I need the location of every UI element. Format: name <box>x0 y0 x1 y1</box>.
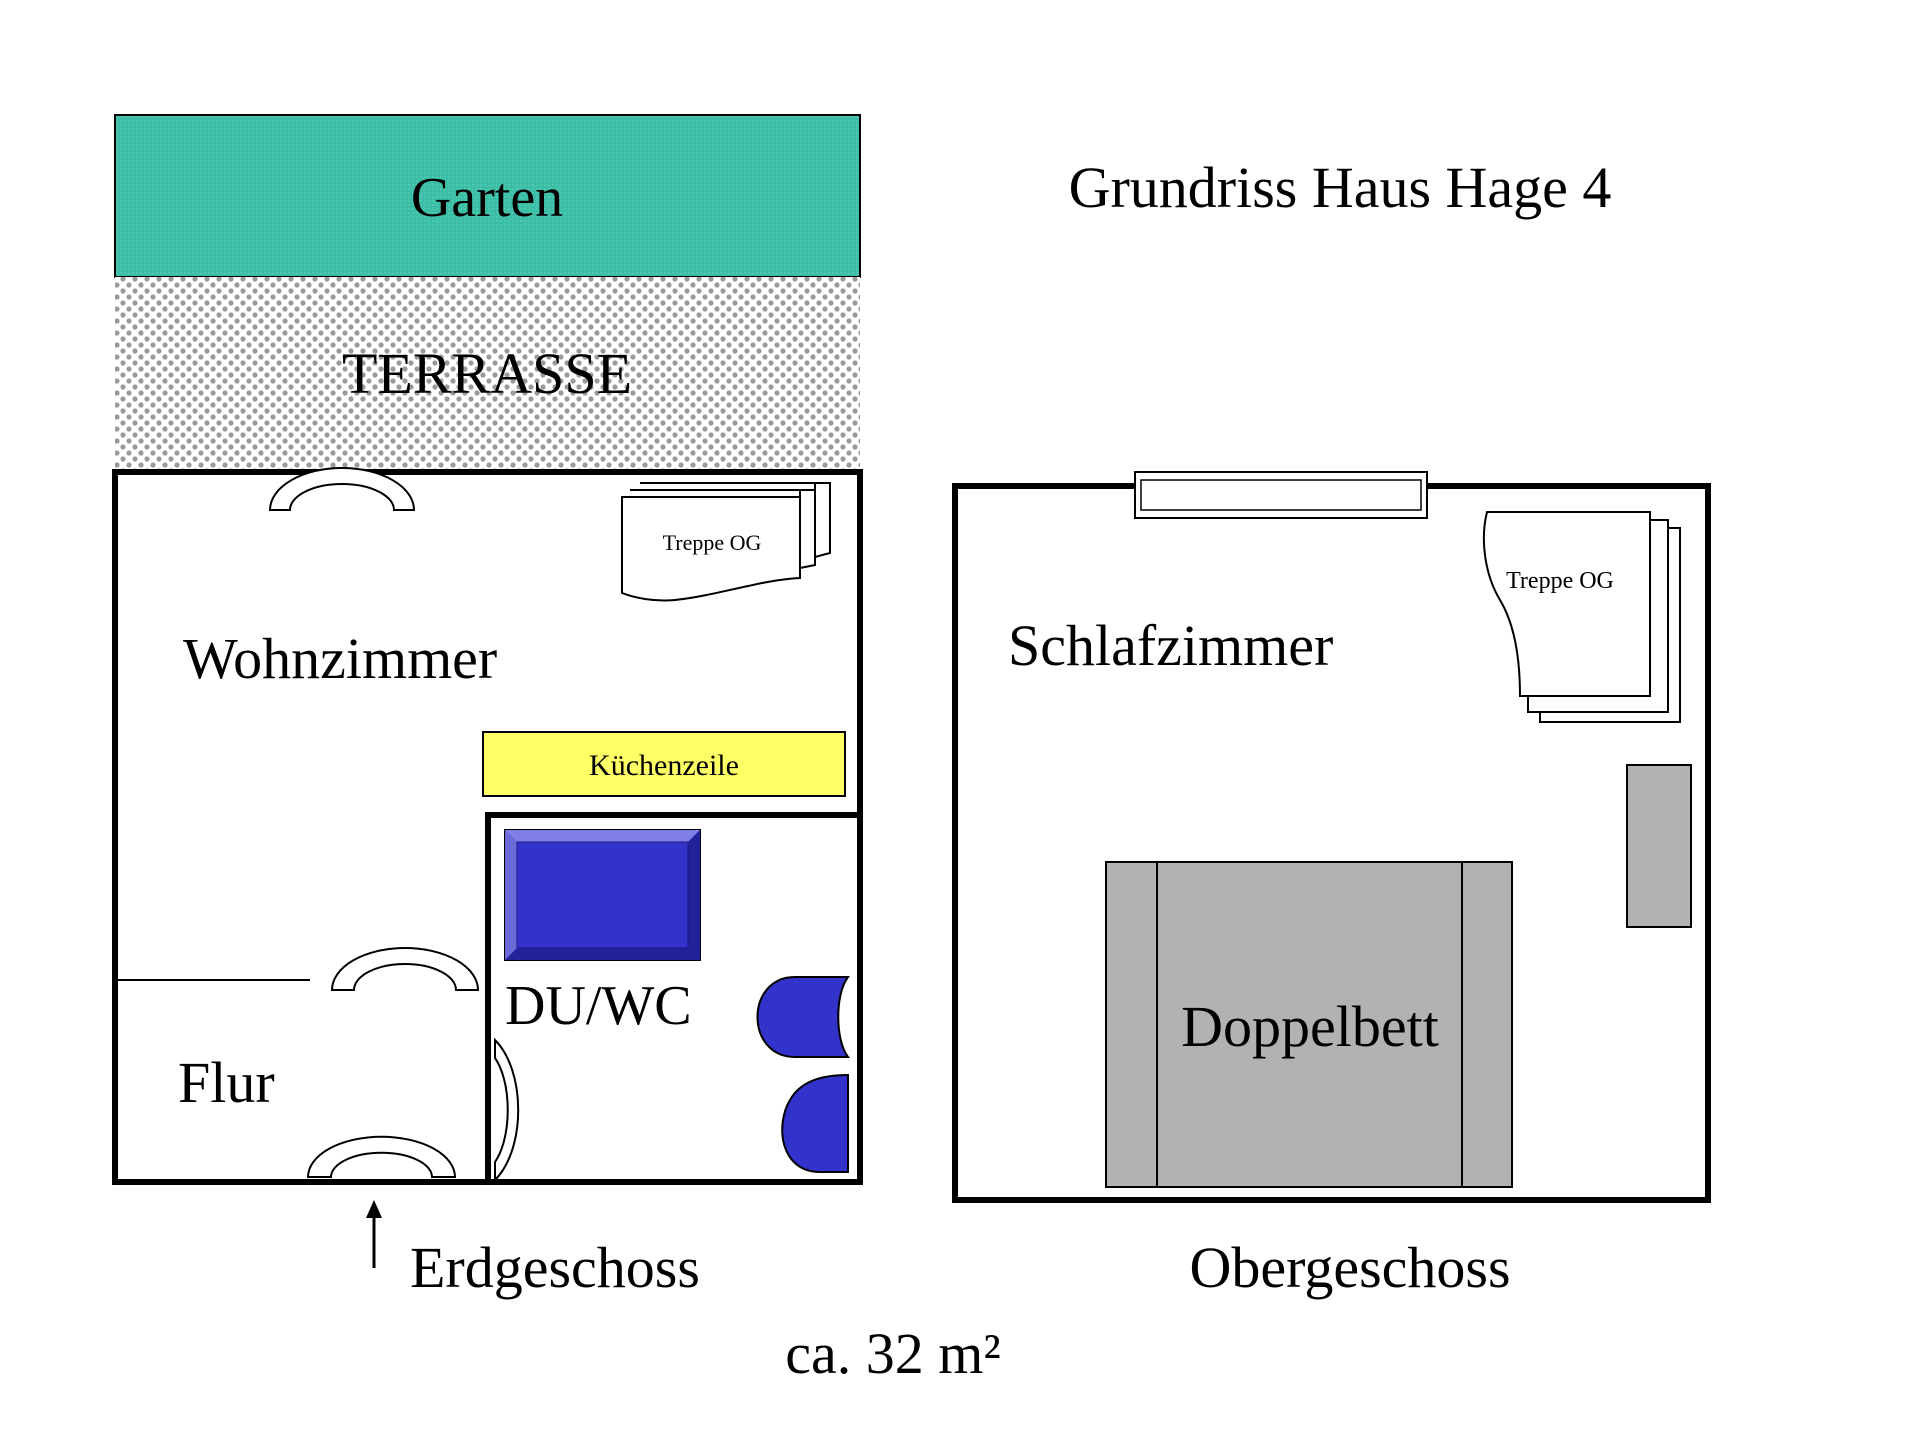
stairs-label-upper: Treppe OG <box>1506 568 1614 594</box>
bathroom-label: DU/WC <box>505 975 692 1037</box>
garden-area <box>114 114 861 278</box>
entrance-door-icon <box>306 1135 457 1178</box>
arrow-up-icon <box>366 1200 382 1268</box>
kitchen-label: Küchenzeile <box>589 749 739 782</box>
stairs-upper-floor: Treppe OG <box>1482 511 1681 723</box>
ground-floor-label: Erdgeschoss <box>410 1235 700 1300</box>
hallway-door-icon <box>330 947 480 991</box>
bathroom-door-icon <box>494 1037 520 1183</box>
toilet-icon <box>781 1073 849 1173</box>
upper-floor-label: Obergeschoss <box>1189 1235 1510 1300</box>
wardrobe <box>1626 764 1692 928</box>
area-label: ca. 32 m² <box>785 1321 1001 1386</box>
upper-floor: Treppe OG Schlafzimmer Doppelbett Oberge… <box>952 471 1711 1300</box>
garden-label: Garten <box>411 167 563 229</box>
sink-icon <box>756 976 851 1058</box>
double-bed: Doppelbett <box>1105 861 1513 1188</box>
stairs-label-ground: Treppe OG <box>663 530 762 555</box>
ground-floor: Garten TERRASSE Treppe OG Wohnzimmer Küc… <box>112 114 863 1300</box>
shower-tray <box>504 829 701 961</box>
terrace-door-icon <box>268 467 416 511</box>
terrace-label: TERRASSE <box>342 341 632 406</box>
window-icon <box>1134 471 1428 519</box>
living-room-label: Wohnzimmer <box>183 626 497 691</box>
hallway-label: Flur <box>178 1050 275 1115</box>
terrace-area <box>115 277 860 470</box>
stairs-ground-floor: Treppe OG <box>621 482 831 602</box>
plan-title: Grundriss Haus Hage 4 <box>1069 155 1612 220</box>
bed-label: Doppelbett <box>1181 994 1439 1059</box>
bathroom-wall <box>485 812 860 1182</box>
kitchen-counter <box>482 731 846 797</box>
bedroom-label: Schlafzimmer <box>1008 613 1333 678</box>
